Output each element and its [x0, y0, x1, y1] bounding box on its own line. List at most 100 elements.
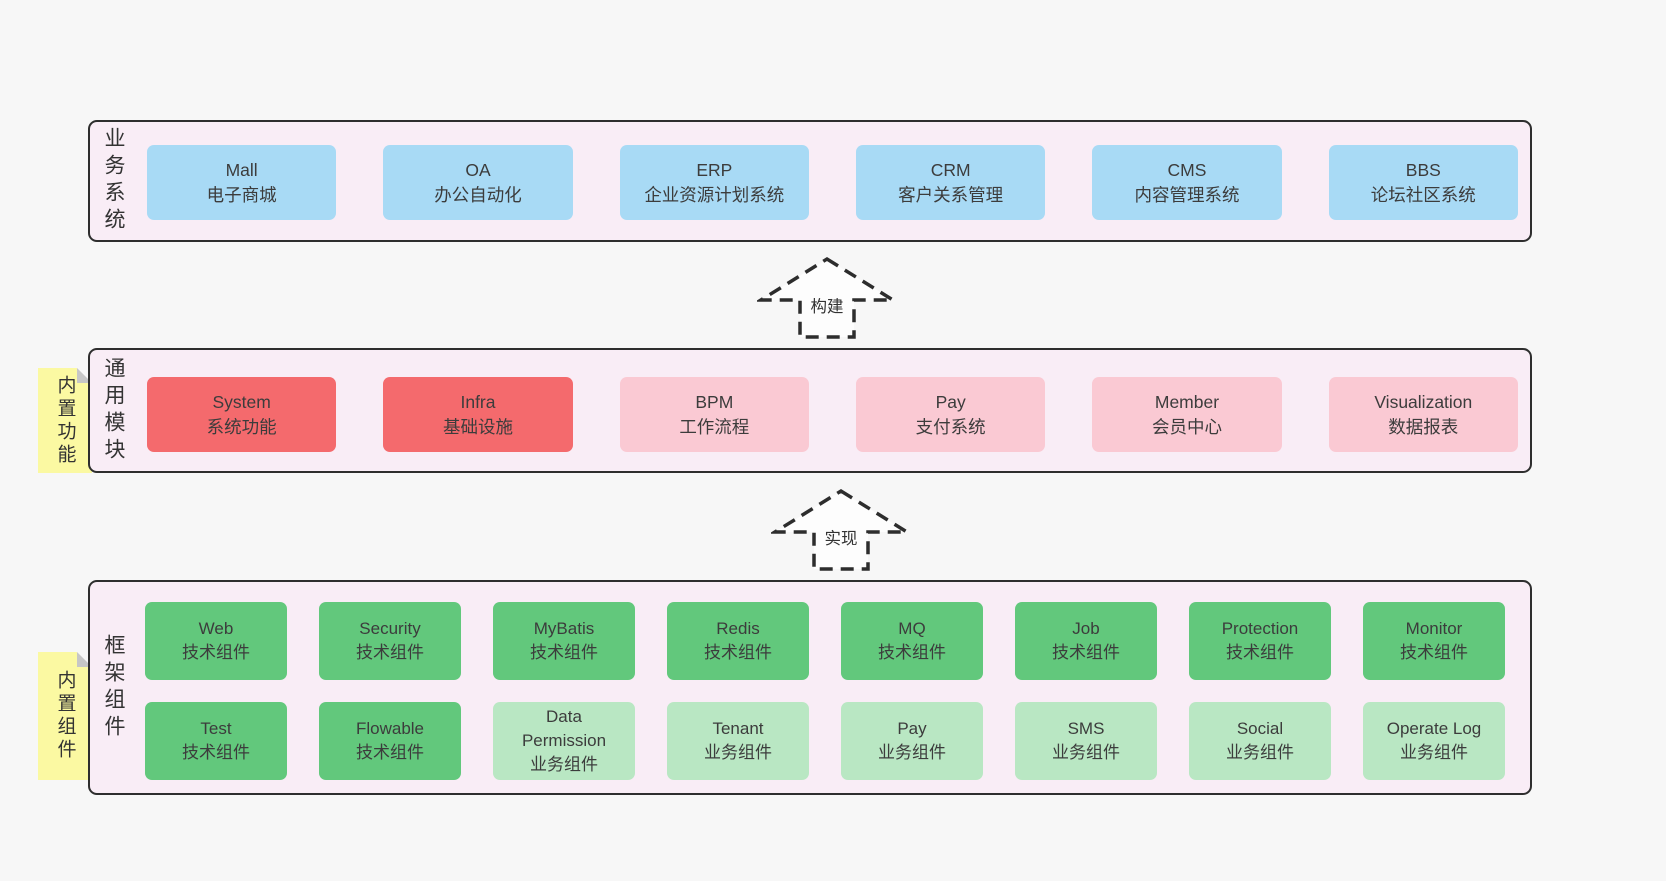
box-subtitle: 技术组件: [704, 643, 772, 662]
box-title: Test: [200, 719, 232, 738]
implement-arrow-label: 实现: [821, 529, 861, 549]
box-protection: Protection 技术组件: [1189, 602, 1331, 680]
box-mall: Mall 电子商城: [147, 145, 337, 220]
box-flowable: Flowable 技术组件: [319, 702, 461, 780]
box-tenant: Tenant 业务组件: [667, 702, 809, 780]
box-subtitle: 技术组件: [1226, 643, 1294, 662]
box-title: Pay: [897, 719, 927, 738]
business-systems-row: Mall 电子商城 OA 办公自动化 ERP 企业资源计划系统 CRM 客户关系…: [147, 145, 1518, 220]
box-title: Monitor: [1405, 619, 1463, 638]
box-title: MQ: [898, 619, 926, 638]
box-title: SMS: [1067, 719, 1105, 738]
box-subtitle: 支付系统: [915, 416, 986, 437]
box-subtitle: 业务组件: [1226, 743, 1294, 762]
sticky-note-text: 内置功能: [54, 374, 76, 467]
business-systems-panel: 业务系统 Mall 电子商城 OA 办公自动化 ERP 企业资源计划系统 CRM…: [88, 120, 1532, 242]
common-modules-label: 通用模块: [102, 356, 125, 465]
box-mybatis: MyBatis 技术组件: [493, 602, 635, 680]
common-modules-row: System 系统功能 Infra 基础设施 BPM 工作流程 Pay 支付系统…: [147, 377, 1518, 452]
box-subtitle: 技术组件: [530, 643, 598, 662]
sticky-note-builtin-features: 内置功能: [38, 368, 92, 473]
box-title: Redis: [716, 619, 760, 638]
box-title: Visualization: [1374, 391, 1473, 412]
box-subtitle: 会员中心: [1151, 416, 1222, 437]
box-subtitle: 论坛社区系统: [1370, 184, 1476, 205]
box-subtitle: 技术组件: [356, 643, 424, 662]
box-bpm: BPM 工作流程: [619, 377, 809, 452]
sticky-note-text: 内置组件: [54, 670, 76, 762]
box-monitor: Monitor 技术组件: [1363, 602, 1505, 680]
box-erp: ERP 企业资源计划系统: [619, 145, 809, 220]
box-test: Test 技术组件: [145, 702, 287, 780]
box-subtitle: 系统功能: [206, 416, 277, 437]
box-title: Web: [198, 619, 234, 638]
box-subtitle: 数据报表: [1388, 416, 1459, 437]
box-social: Social 业务组件: [1189, 702, 1331, 780]
box-title: Job: [1072, 619, 1100, 638]
box-title: Social: [1236, 719, 1284, 738]
box-subtitle: 客户关系管理: [898, 184, 1004, 205]
box-subtitle: 工作流程: [679, 416, 750, 437]
box-mq: MQ 技术组件: [841, 602, 983, 680]
box-title: Tenant: [712, 719, 764, 738]
box-system: System 系统功能: [147, 377, 337, 452]
framework-components-panel: 框架组件 Web 技术组件 Security 技术组件 MyBatis 技术组件…: [88, 580, 1532, 795]
box-subtitle: 内容管理系统: [1134, 184, 1240, 205]
box-title: Infra: [460, 391, 496, 412]
box-title: BPM: [695, 391, 734, 412]
implement-arrow: 实现: [771, 487, 911, 573]
framework-components-row-2: Test 技术组件 Flowable 技术组件 Data Permission …: [145, 702, 1505, 780]
box-title: Mall: [225, 159, 258, 180]
box-crm: CRM 客户关系管理: [855, 145, 1046, 220]
box-subtitle: 业务组件: [1400, 743, 1468, 762]
box-title: System: [212, 391, 271, 412]
business-systems-label: 业务系统: [102, 127, 125, 235]
box-title: Pay: [935, 391, 966, 412]
box-subtitle: 企业资源计划系统: [644, 184, 785, 205]
box-sms: SMS 业务组件: [1015, 702, 1157, 780]
box-subtitle: 业务组件: [530, 755, 598, 774]
box-job: Job 技术组件: [1015, 602, 1157, 680]
box-title: Security: [359, 619, 421, 638]
box-subtitle: 技术组件: [1400, 643, 1468, 662]
box-bbs: BBS 论坛社区系统: [1328, 145, 1518, 220]
build-arrow: 构建: [757, 255, 897, 341]
box-subtitle: 电子商城: [206, 184, 277, 205]
box-visualization: Visualization 数据报表: [1328, 377, 1518, 452]
box-pay-component: Pay 业务组件: [841, 702, 983, 780]
box-title: OA: [465, 159, 491, 180]
box-redis: Redis 技术组件: [667, 602, 809, 680]
box-title: Protection: [1221, 619, 1299, 638]
box-subtitle: 办公自动化: [434, 184, 522, 205]
framework-components-label: 框架组件: [102, 633, 125, 742]
box-security: Security 技术组件: [319, 602, 461, 680]
box-subtitle: 业务组件: [878, 743, 946, 762]
build-arrow-label: 构建: [807, 297, 847, 317]
box-subtitle: 业务组件: [1052, 743, 1120, 762]
box-subtitle: 基础设施: [442, 416, 513, 437]
box-pay: Pay 支付系统: [855, 377, 1046, 452]
box-title: Data Permission: [521, 707, 607, 750]
box-cms: CMS 内容管理系统: [1092, 145, 1282, 220]
box-title: CRM: [930, 159, 971, 180]
box-title: Member: [1154, 391, 1220, 412]
box-subtitle: 业务组件: [704, 743, 772, 762]
box-infra: Infra 基础设施: [383, 377, 573, 452]
box-operate-log: Operate Log 业务组件: [1363, 702, 1505, 780]
box-title: Operate Log: [1386, 719, 1482, 738]
box-title: CMS: [1167, 159, 1207, 180]
box-subtitle: 技术组件: [356, 743, 424, 762]
sticky-note-builtin-components: 内置组件: [38, 652, 92, 780]
box-title: Flowable: [355, 719, 425, 738]
box-subtitle: 技术组件: [1052, 643, 1120, 662]
box-title: ERP: [696, 159, 733, 180]
box-subtitle: 技术组件: [182, 643, 250, 662]
framework-components-row-1: Web 技术组件 Security 技术组件 MyBatis 技术组件 Redi…: [145, 602, 1505, 680]
box-subtitle: 技术组件: [182, 743, 250, 762]
box-web: Web 技术组件: [145, 602, 287, 680]
box-member: Member 会员中心: [1092, 377, 1282, 452]
common-modules-panel: 通用模块 System 系统功能 Infra 基础设施 BPM 工作流程 Pay…: [88, 348, 1532, 473]
box-title: BBS: [1405, 159, 1441, 180]
box-oa: OA 办公自动化: [383, 145, 573, 220]
